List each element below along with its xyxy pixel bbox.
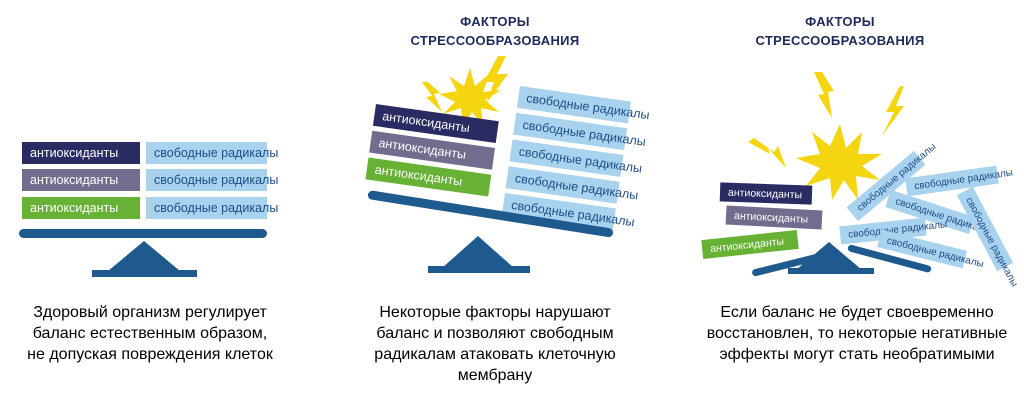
- scale-fulcrum: [442, 236, 514, 268]
- scale-beam: [19, 229, 267, 238]
- antioxidant-box: антиоксиданты: [22, 169, 140, 191]
- scale-base: [92, 270, 197, 277]
- free-radical-box: свободные радикалы: [905, 165, 1014, 197]
- panel-balanced: антиоксиданты антиоксиданты антиоксидант…: [0, 0, 300, 405]
- stress-factors-heading: ФАКТОРЫ СТРЕССООБРАЗОВАНИЯ: [755, 14, 925, 48]
- free-radical-box: свободные радикалы: [146, 142, 278, 164]
- caption: Некоторые факторы нарушают баланс и позв…: [374, 304, 616, 384]
- lightning-icon: [748, 138, 786, 168]
- antioxidant-box: антиоксиданты: [725, 205, 823, 230]
- antioxidant-box: антиоксиданты: [22, 142, 140, 164]
- free-radical-stack: свободные радикалы свободные радикалы св…: [498, 86, 650, 263]
- scale-base: [428, 266, 530, 273]
- panel-tipping: ФАКТОРЫ СТРЕССООБРАЗОВАНИЯ антиоксиданты…: [330, 0, 660, 405]
- antioxidant-box: антиоксиданты: [701, 230, 799, 259]
- panel-broken: ФАКТОРЫ СТРЕССООБРАЗОВАНИЯ антиоксиданты…: [690, 0, 1024, 405]
- scale-fulcrum: [108, 241, 180, 271]
- antioxidant-box: антиоксиданты: [22, 197, 140, 219]
- lightning-icon: [422, 82, 442, 112]
- stress-factors-heading: ФАКТОРЫ СТРЕССООБРАЗОВАНИЯ: [410, 14, 580, 48]
- lightning-icon: [814, 72, 834, 118]
- lightning-icon: [882, 86, 904, 136]
- scale-fulcrum: [796, 242, 862, 270]
- lightning-icon: [484, 56, 508, 104]
- antioxidant-box: антиоксиданты: [719, 182, 813, 205]
- burst-icon: [439, 68, 501, 126]
- scale-base: [788, 268, 874, 274]
- burst-icon: [796, 124, 882, 200]
- caption: Если баланс не будет своевременно восста…: [706, 304, 1008, 363]
- caption: Здоровый организм регулирует баланс есте…: [27, 304, 273, 363]
- free-radical-box: свободные радикалы: [146, 169, 278, 191]
- free-radical-box: свободные радикалы: [146, 197, 278, 219]
